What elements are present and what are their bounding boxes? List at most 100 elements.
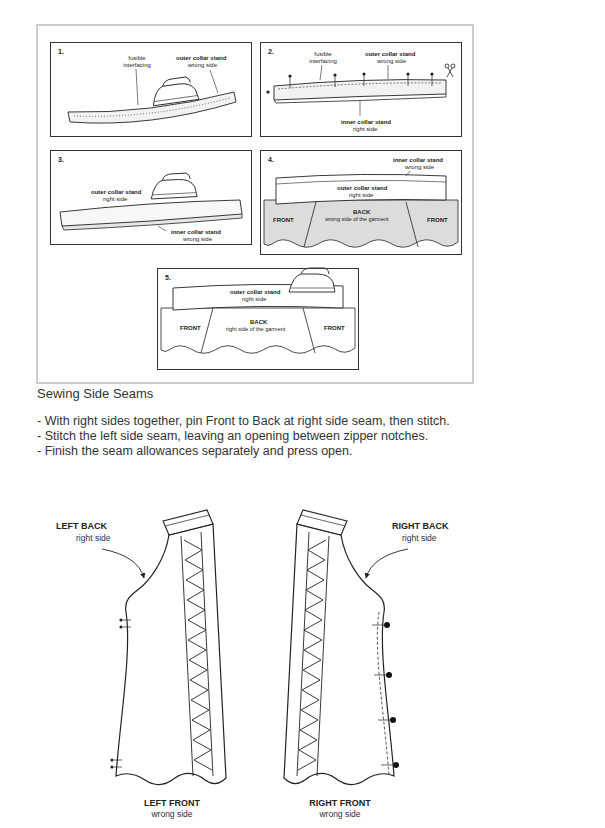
step-illustration: [60, 173, 242, 231]
frame: [37, 25, 473, 383]
pin: [333, 73, 336, 76]
pin: [406, 72, 409, 75]
step-illustration: [406, 171, 410, 176]
scissors-icon: [448, 68, 453, 77]
scissors-icon: [445, 64, 455, 77]
step-illustration: [266, 64, 455, 116]
pin: [288, 74, 291, 77]
step-illustration: [150, 76, 199, 106]
side-note: right side of the garment: [226, 326, 285, 332]
side-note: right side: [242, 296, 266, 303]
material-label: fusible interfacing: [305, 51, 341, 64]
garment-part: FRONT: [324, 325, 345, 332]
step-illustration: [161, 268, 355, 353]
step-illustration: [360, 100, 361, 116]
garment-drawing: [377, 612, 389, 776]
pin-mark: [393, 762, 399, 768]
step-panel: 5. outer collar standright sideFRONT BACKr…: [157, 268, 359, 370]
side-note: right side: [402, 534, 437, 543]
notch-mark: [114, 767, 122, 768]
step-illustration: [158, 226, 166, 231]
notch-mark: [110, 758, 113, 761]
step-illustration: [68, 92, 236, 123]
pin: [362, 72, 365, 75]
notch-mark: [114, 760, 122, 761]
pin-mark: [390, 717, 396, 723]
notch-mark: [119, 625, 122, 628]
pin: [408, 74, 409, 86]
instruction-text: - Stitch the left side seam, leaving an …: [37, 430, 597, 444]
step-number: 5.: [165, 274, 171, 282]
pin: [430, 72, 433, 75]
pin-mark: [372, 625, 384, 626]
garment-part: BACK: [250, 319, 267, 326]
part-name: RIGHT BACK: [392, 522, 449, 532]
pin: [432, 74, 433, 86]
instruction-text: - Finish the seam allowances separately …: [37, 445, 597, 459]
pin-mark: [384, 622, 390, 628]
step-illustration: [266, 90, 269, 93]
step-illustration: [161, 308, 355, 353]
notch-mark: [110, 765, 113, 768]
step-illustration: [210, 70, 218, 93]
part-name: outer collar stand: [365, 51, 415, 58]
section-heading: Sewing Side Seams: [37, 387, 153, 401]
step-panel: 4.inner collar standwrong sideouter coll…: [260, 150, 462, 255]
pin: [335, 75, 336, 87]
step-illustration: [276, 174, 446, 204]
scissors-icon: [447, 68, 452, 77]
pin-mark: [374, 675, 386, 676]
step-illustration: [274, 80, 446, 100]
step-number: 1.: [58, 48, 64, 56]
part-name: inner collar stand: [341, 119, 391, 126]
step-illustration: [264, 200, 458, 247]
pin: [364, 74, 365, 86]
side-note: wrong side: [120, 810, 224, 819]
scissors-icon: [445, 64, 449, 68]
step-illustration: [68, 69, 236, 123]
pin-mark: [381, 765, 393, 766]
material-label: fusible interfacing: [119, 55, 155, 68]
side-note: wrong side: [183, 236, 212, 243]
step-illustration: [289, 268, 335, 292]
part-name: outer collar stand: [230, 289, 280, 296]
step-illustration: [304, 202, 316, 247]
garment-part: FRONT: [180, 325, 201, 332]
part-name: LEFT FRONT: [120, 799, 224, 809]
pin-mark: [378, 720, 390, 721]
step-illustration: [276, 180, 446, 184]
step-illustration: [406, 202, 418, 247]
side-note: wrong side of the garment: [325, 216, 389, 222]
part-name: outer collar stand: [91, 189, 141, 196]
step-panel: 3.outer collar standright sideinner coll…: [50, 150, 252, 245]
part-name: outer collar stand: [337, 185, 387, 192]
side-note: wrong side: [288, 810, 392, 819]
garment-drawing: [284, 510, 394, 785]
step-illustration: [150, 173, 197, 199]
side-note: right side: [349, 192, 373, 199]
pin-mark: [386, 672, 392, 678]
part-name: LEFT BACK: [56, 522, 107, 532]
side-note: right side: [76, 534, 111, 543]
garment-part: FRONT: [427, 217, 448, 224]
garment-part: FRONT: [273, 217, 294, 224]
step-illustration: [201, 308, 213, 353]
scissors-icon: [451, 64, 455, 68]
step-illustration: [60, 200, 242, 226]
garment-part: BACK: [353, 209, 370, 216]
side-note: wrong side: [188, 62, 217, 69]
step-panel: 2.fusible interfacingouter collar standw…: [260, 42, 462, 137]
step-illustration: [388, 65, 389, 79]
side-note: wrong side: [377, 58, 406, 65]
pin: [288, 72, 433, 88]
garment-drawing: [116, 510, 226, 785]
step-number: 4.: [268, 156, 274, 164]
notch-mark: [119, 618, 122, 621]
garment-drawing: [102, 510, 408, 785]
step-illustration: [136, 69, 138, 105]
step-illustration: [320, 65, 322, 80]
step-illustration: [74, 98, 230, 116]
side-note: right side: [103, 196, 127, 203]
step-illustration: [278, 83, 442, 89]
